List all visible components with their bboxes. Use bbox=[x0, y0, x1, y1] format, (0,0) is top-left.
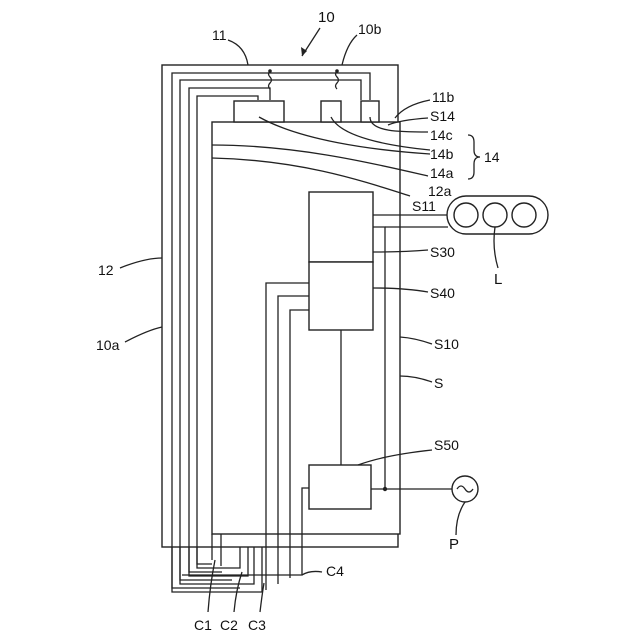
lamp-bulb-2 bbox=[483, 203, 507, 227]
label-10: 10 bbox=[318, 9, 335, 26]
label-14a: 14a bbox=[430, 165, 454, 181]
label-s14: S14 bbox=[430, 108, 455, 124]
label-s: S bbox=[434, 375, 443, 391]
label-11: 11 bbox=[212, 27, 227, 43]
label-10b: 10b bbox=[358, 21, 382, 37]
lamp-bulb-3 bbox=[512, 203, 536, 227]
block-s50 bbox=[309, 465, 371, 509]
label-s30: S30 bbox=[430, 244, 455, 260]
label-c3: C3 bbox=[248, 617, 266, 633]
label-12: 12 bbox=[98, 262, 114, 278]
label-11b: 11b bbox=[432, 89, 455, 105]
arrow-10-head bbox=[301, 47, 307, 56]
bottom-loops bbox=[172, 547, 262, 592]
label-s40: S40 bbox=[430, 285, 455, 301]
label-14: 14 bbox=[484, 149, 500, 165]
block-s40 bbox=[309, 262, 373, 330]
label-l: L bbox=[494, 271, 502, 288]
label-14c: 14c bbox=[430, 127, 453, 143]
label-c4: C4 bbox=[326, 563, 344, 579]
connector-14b bbox=[321, 101, 341, 122]
lamp-bulb-1 bbox=[454, 203, 478, 227]
label-14b: 14b bbox=[430, 146, 454, 162]
label-s10: S10 bbox=[434, 336, 459, 352]
connector-14a bbox=[234, 101, 284, 122]
block-s30 bbox=[309, 192, 373, 262]
label-p: P bbox=[449, 536, 459, 553]
label-s11: S11 bbox=[412, 198, 436, 214]
label-c1: C1 bbox=[194, 617, 212, 633]
power-junction bbox=[383, 487, 387, 491]
label-c2: C2 bbox=[220, 617, 238, 633]
label-s50: S50 bbox=[434, 437, 459, 453]
label-10a: 10a bbox=[96, 337, 120, 353]
label-12a: 12a bbox=[428, 183, 452, 199]
